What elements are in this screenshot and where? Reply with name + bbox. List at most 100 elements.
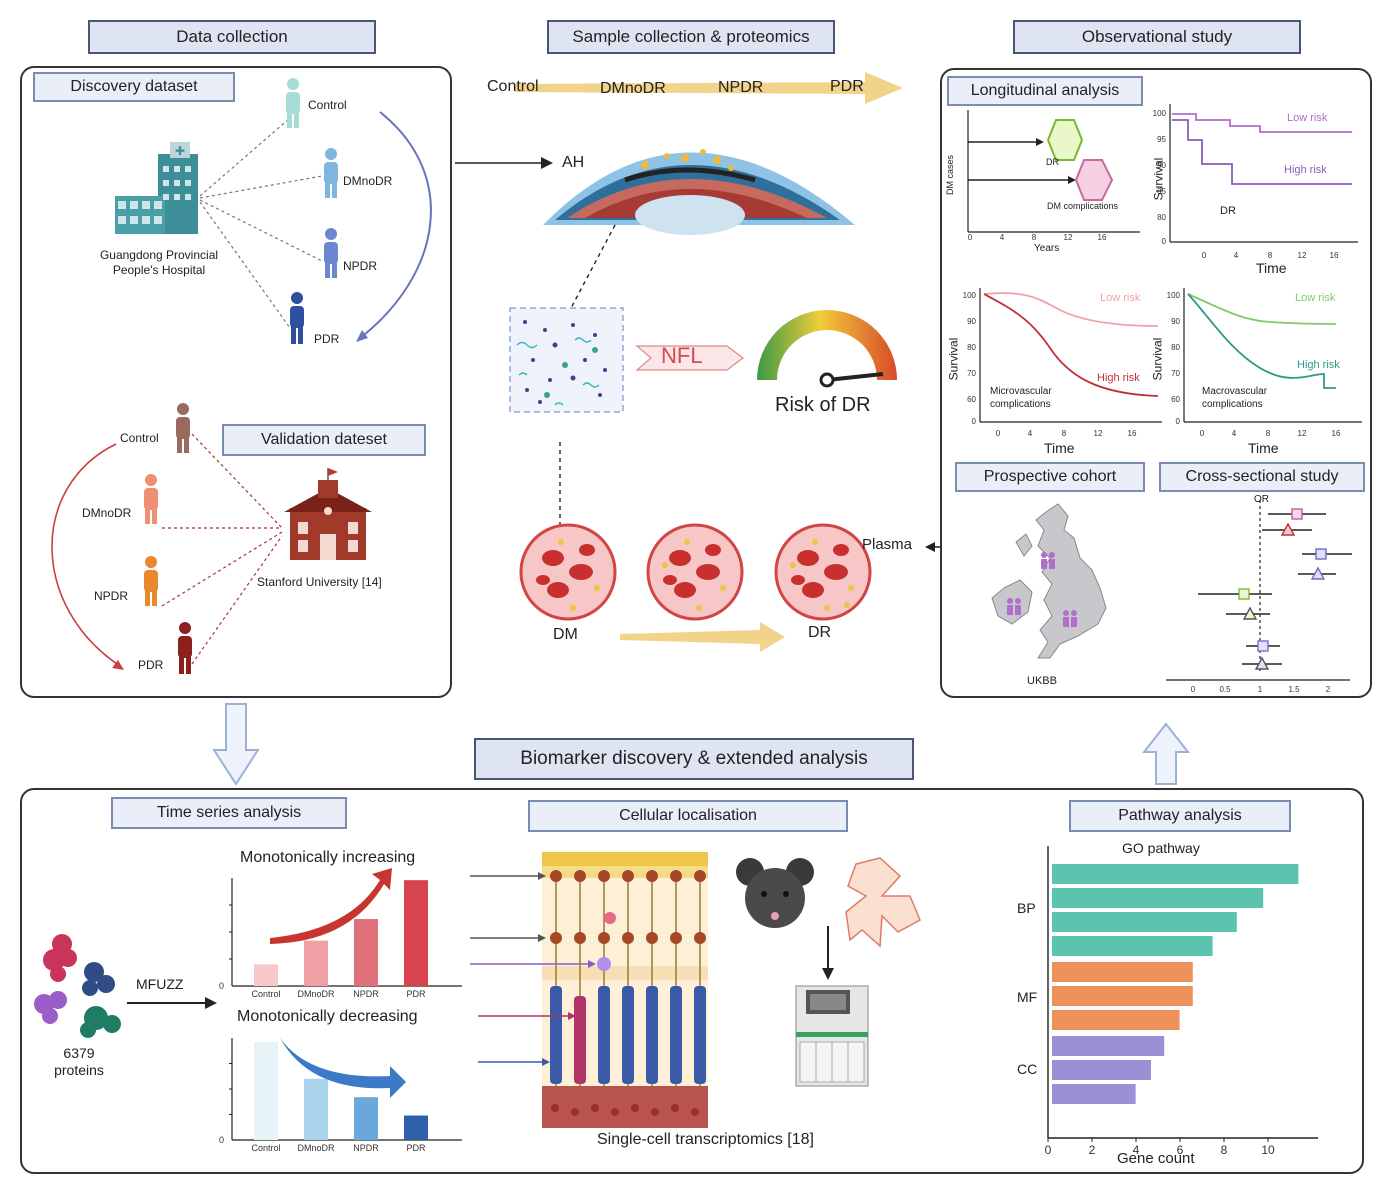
micro-low-risk-label: Low risk bbox=[1100, 292, 1141, 304]
km-time-axis-label: Time bbox=[1256, 260, 1287, 276]
person-pdr-icon bbox=[290, 292, 304, 344]
mouse-icon bbox=[736, 858, 814, 928]
blood-cell-dm-icon bbox=[519, 523, 617, 621]
svg-text:100: 100 bbox=[1167, 291, 1181, 300]
x-tick-label: DMnoDR bbox=[297, 989, 335, 999]
hospital-icon: ✚ bbox=[115, 142, 198, 234]
gene-count-label: Gene count bbox=[1117, 1150, 1195, 1167]
header-biomarker: Biomarker discovery & extended analysis bbox=[474, 738, 914, 780]
macrovascular-label: Macrovascular complications bbox=[1202, 386, 1268, 410]
go-pathway-label: GO pathway bbox=[1122, 840, 1200, 856]
hex-complications-label: DM complications bbox=[1047, 201, 1119, 211]
km-dr-label: DR bbox=[1220, 205, 1236, 217]
x-tick-label: 6 bbox=[1177, 1143, 1184, 1155]
svg-text:70: 70 bbox=[967, 369, 976, 378]
svg-text:100: 100 bbox=[963, 291, 977, 300]
prospective-cohort-title: Prospective cohort bbox=[955, 462, 1145, 492]
microvascular-label: Microvascular complications bbox=[990, 386, 1052, 410]
svg-text:16: 16 bbox=[1128, 429, 1137, 438]
bar-control bbox=[254, 1042, 278, 1140]
stanford-label: Stanford University [14] bbox=[257, 575, 382, 589]
svg-text:8: 8 bbox=[1268, 251, 1273, 260]
retina-flatmount-icon bbox=[845, 857, 921, 948]
stage-control-label: Control bbox=[487, 78, 539, 95]
svg-text:95: 95 bbox=[1157, 135, 1166, 144]
proteins-label: 6379 proteins bbox=[54, 1045, 104, 1078]
val-person-npdr-icon bbox=[144, 556, 158, 606]
cross-sectional-title: Cross-sectional study bbox=[1159, 462, 1365, 492]
svg-text:90: 90 bbox=[1171, 317, 1180, 326]
go-bar-mf2 bbox=[1052, 986, 1193, 1006]
single-cell-caption: Single-cell transcriptomics [18] bbox=[597, 1131, 814, 1148]
x-tick-label: 4 bbox=[1133, 1143, 1140, 1155]
discovery-dataset-title: Discovery dataset bbox=[33, 72, 235, 102]
validation-pdr-label: PDR bbox=[138, 658, 164, 672]
bar-dmnodr bbox=[304, 1078, 328, 1140]
zero-tick-label: 0 bbox=[219, 981, 224, 991]
svg-text:1: 1 bbox=[1258, 685, 1263, 694]
hexagon-dr-icon bbox=[1046, 119, 1084, 161]
decreasing-arrow-icon bbox=[280, 1038, 406, 1098]
stage-pdr-label: PDR bbox=[830, 78, 864, 95]
discovery-pdr-label: PDR bbox=[314, 332, 340, 346]
x-tick-label: 0 bbox=[1045, 1143, 1052, 1155]
go-bar-cc2 bbox=[1052, 1060, 1151, 1080]
x-tick-label: Control bbox=[251, 1143, 280, 1153]
retina-diagram bbox=[470, 852, 921, 1128]
increasing-arrow-icon bbox=[270, 868, 392, 944]
macro-high-risk-label: High risk bbox=[1297, 359, 1340, 371]
bar-dmnodr bbox=[304, 940, 328, 986]
x-tick-label: PDR bbox=[406, 1143, 426, 1153]
blood-cell-dr-icon bbox=[774, 523, 872, 621]
discovery-network: ✚ bbox=[51, 78, 432, 674]
sample-box-icon bbox=[509, 307, 624, 413]
bar-pdr bbox=[404, 1115, 428, 1140]
school-icon bbox=[284, 468, 372, 560]
svg-text:0: 0 bbox=[1162, 237, 1167, 246]
group-cc-label: CC bbox=[1017, 1061, 1038, 1077]
val-person-pdr-icon bbox=[178, 622, 192, 674]
header-sample-collection: Sample collection & proteomics bbox=[547, 20, 835, 54]
svg-text:60: 60 bbox=[967, 395, 976, 404]
longitudinal-title: Longitudinal analysis bbox=[947, 76, 1143, 106]
nfl-arrow bbox=[635, 345, 744, 371]
blood-cell-mid-icon bbox=[646, 523, 744, 621]
svg-text:4: 4 bbox=[1232, 429, 1237, 438]
uk-map-icon bbox=[991, 503, 1107, 659]
go-bar-bp3 bbox=[1052, 912, 1237, 932]
go-bar-mf3 bbox=[1052, 1010, 1180, 1030]
svg-text:0: 0 bbox=[968, 233, 973, 242]
hospital-label: Guangdong Provincial People's Hospital bbox=[99, 248, 219, 277]
svg-text:4: 4 bbox=[1028, 429, 1033, 438]
svg-text:0: 0 bbox=[1202, 251, 1207, 260]
hexagon-complications-icon bbox=[1074, 159, 1114, 201]
x-tick-label: DMnoDR bbox=[297, 1143, 335, 1153]
svg-text:12: 12 bbox=[1094, 429, 1103, 438]
dr-label: DR bbox=[808, 624, 832, 641]
protein-cluster-icon bbox=[34, 934, 121, 1038]
bar-control bbox=[254, 964, 278, 986]
svg-text:85: 85 bbox=[1157, 187, 1166, 196]
time-series-title: Time series analysis bbox=[111, 797, 347, 829]
risk-gauge-icon bbox=[757, 310, 897, 388]
go-bar-bp2 bbox=[1052, 888, 1264, 908]
validation-dataset-title: Validation dateset bbox=[222, 424, 426, 456]
svg-text:12: 12 bbox=[1298, 429, 1307, 438]
person-dmnodr-icon bbox=[324, 148, 338, 198]
x-tick-label: NPDR bbox=[353, 989, 379, 999]
svg-text:1.5: 1.5 bbox=[1288, 685, 1300, 694]
stage-dmnodr-label: DMnoDR bbox=[600, 80, 666, 97]
svg-text:2: 2 bbox=[1326, 685, 1331, 694]
go-bar-cc1 bbox=[1052, 1036, 1165, 1056]
dm-cases-axis-label: DM cases bbox=[945, 154, 956, 196]
plasma-label: Plasma bbox=[862, 536, 913, 553]
nfl-label: NFL bbox=[661, 343, 703, 368]
person-control-icon bbox=[286, 78, 300, 128]
header-observational-study: Observational study bbox=[1013, 20, 1301, 54]
svg-text:60: 60 bbox=[1171, 395, 1180, 404]
go-bar-mf1 bbox=[1052, 962, 1193, 982]
discovery-npdr-label: NPDR bbox=[343, 259, 378, 273]
macro-low-risk-label: Low risk bbox=[1295, 292, 1336, 304]
